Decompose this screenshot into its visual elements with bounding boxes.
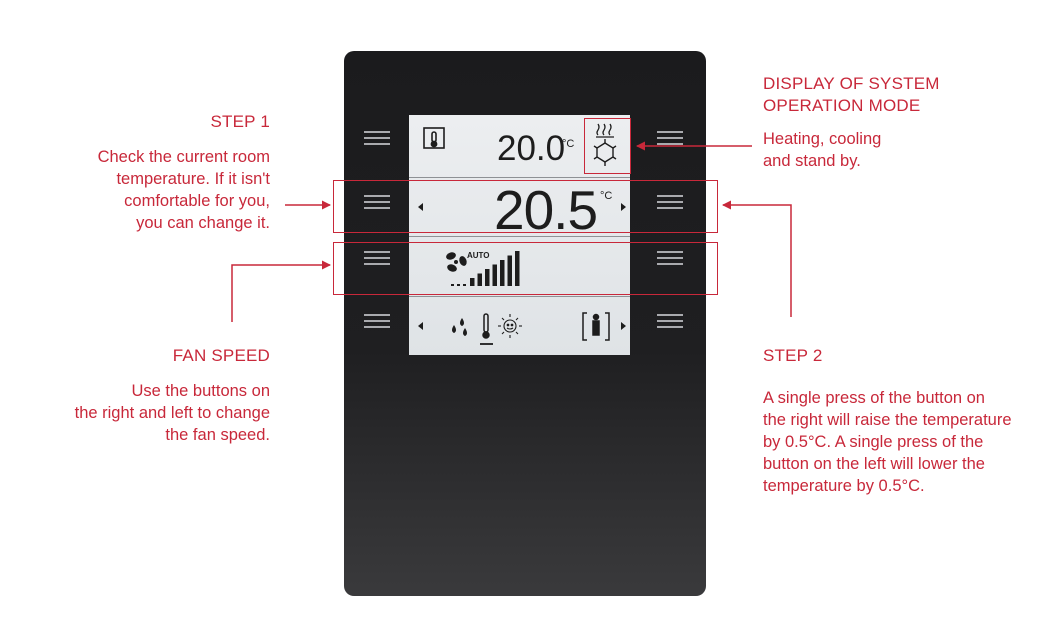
screen-divider — [409, 236, 630, 237]
arrow-left-icon — [418, 203, 423, 211]
right-button-row2[interactable] — [657, 195, 683, 209]
fan-mode-label: AUTO — [467, 251, 490, 260]
lcd-screen — [409, 115, 630, 355]
fan-speed-bar — [492, 264, 497, 286]
left-button-row3[interactable] — [364, 251, 390, 265]
occupancy-icon — [582, 312, 610, 341]
fan-icon — [446, 252, 467, 272]
fan-speed-annotation: FAN SPEED Use the buttons on the right a… — [20, 345, 270, 446]
step2-heading: STEP 2 — [763, 346, 823, 365]
fan-speed-line-2: the right and left to change — [74, 404, 270, 422]
right-button-row1[interactable] — [657, 131, 683, 145]
step2-line-3: by 0.5°C. A single press of the — [763, 433, 984, 451]
step1-line-4: you can change it. — [136, 214, 270, 232]
fan-row-highlight — [333, 242, 718, 295]
system-mode-annotation: DISPLAY OF SYSTEM OPERATION MODE Heating… — [763, 73, 1023, 172]
right-button-row4[interactable] — [657, 314, 683, 328]
left-button-row4[interactable] — [364, 314, 390, 328]
thermometer-icon — [480, 313, 493, 345]
fan-speed-dot — [451, 284, 454, 286]
current-temperature-unit: °C — [562, 138, 575, 150]
left-button-row1[interactable] — [364, 131, 390, 145]
heating-icon — [596, 123, 614, 138]
step2-connector — [722, 200, 792, 317]
step2-annotation: STEP 2 A single press of the button on t… — [763, 345, 1048, 497]
fan-speed-dot — [457, 284, 460, 286]
fan-speed-bar — [515, 251, 520, 286]
fan-speed-bar — [477, 273, 482, 286]
fan-speed-bar — [485, 269, 490, 286]
system-mode-highlight — [584, 118, 631, 174]
setpoint-temperature-unit: °C — [600, 190, 613, 202]
arrow-right-icon — [621, 203, 626, 211]
screen-divider — [409, 177, 630, 178]
setpoint-row-highlight — [333, 180, 718, 233]
humidity-drops-icon — [452, 318, 467, 336]
sun-icon — [498, 314, 522, 338]
cooling-icon — [593, 139, 617, 166]
fan-speed-line-1: Use the buttons on — [131, 382, 270, 400]
step2-line-1: A single press of the button on — [763, 389, 985, 407]
arrow-right-icon — [621, 322, 626, 330]
system-mode-heading-1: DISPLAY OF SYSTEM — [763, 74, 940, 93]
fan-speed-bars — [451, 251, 520, 286]
step1-line-2: temperature. If it isn't — [116, 170, 270, 188]
fan-speed-bar — [500, 260, 505, 286]
step1-line-3: comfortable for you, — [124, 192, 270, 210]
fan-speed-bar — [470, 278, 475, 286]
step2-line-4: button on the left will lower the — [763, 455, 985, 473]
step1-annotation: STEP 1 Check the current room temperatur… — [40, 111, 270, 234]
step2-line-5: temperature by 0.5°C. — [763, 477, 925, 495]
thermometer-icon — [423, 127, 445, 149]
right-button-row3[interactable] — [657, 251, 683, 265]
fan-speed-connector — [231, 260, 331, 322]
setpoint-temperature: 20.5 — [494, 179, 598, 241]
system-mode-heading-2: OPERATION MODE — [763, 96, 921, 115]
arrow-left-icon — [418, 322, 423, 330]
fan-speed-heading: FAN SPEED — [172, 346, 270, 365]
fan-speed-dot — [463, 284, 466, 286]
step2-line-2: the right will raise the temperature — [763, 411, 1012, 429]
step1-line-1: Check the current room — [97, 148, 270, 166]
screen-divider — [409, 296, 630, 297]
left-button-row2[interactable] — [364, 195, 390, 209]
step1-heading: STEP 1 — [210, 112, 270, 131]
fan-speed-bar — [507, 255, 512, 286]
system-mode-line-1: Heating, cooling — [763, 130, 882, 148]
system-mode-line-2: and stand by. — [763, 152, 861, 170]
fan-speed-line-3: the fan speed. — [165, 426, 270, 444]
current-temperature: 20.0 — [497, 129, 566, 168]
